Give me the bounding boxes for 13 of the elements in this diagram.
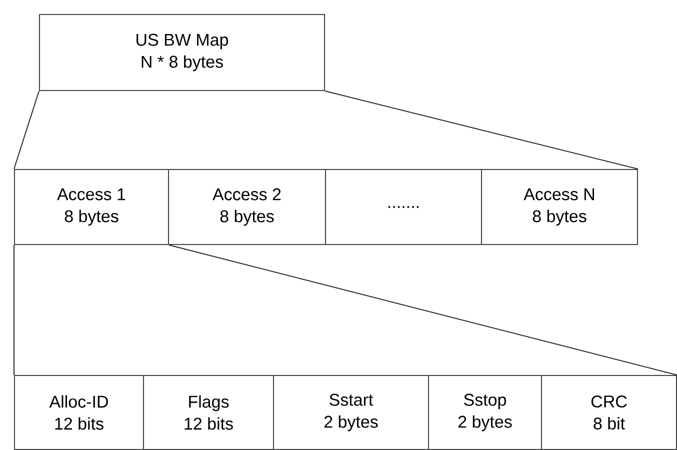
zoom-line: [168, 244, 677, 376]
field-box: CRC 8 bit: [541, 375, 677, 450]
field-box: .......: [325, 169, 482, 245]
field-box: Access 1 8 bytes: [14, 169, 169, 245]
field-box: Alloc-ID 12 bits: [14, 375, 144, 450]
field-box: Sstart 2 bytes: [273, 375, 429, 450]
zoom-line: [14, 90, 40, 170]
field-box: Access N 8 bytes: [481, 169, 638, 245]
field-box: Access 2 8 bytes: [168, 169, 326, 245]
map-box: US BW Map N * 8 bytes: [39, 14, 325, 91]
field-box: Flags 12 bits: [143, 375, 274, 450]
field-box: Sstop 2 bytes: [428, 375, 542, 450]
zoom-line: [324, 90, 638, 170]
